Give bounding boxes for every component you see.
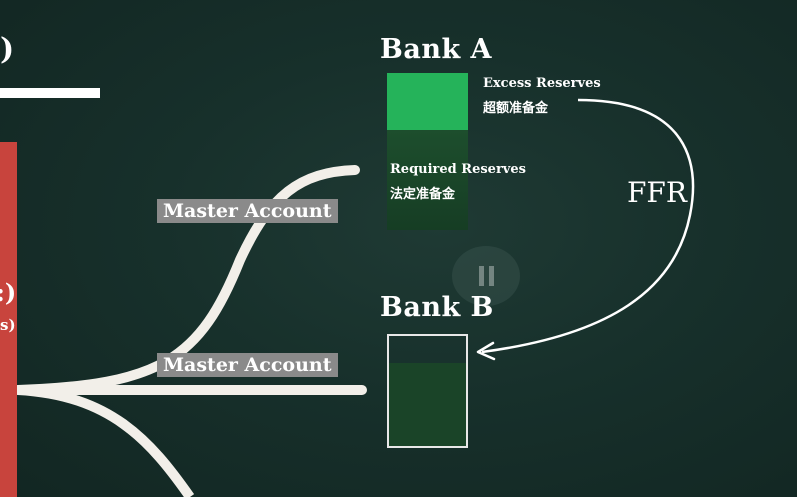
left-fragment-sub: s): [0, 316, 16, 334]
master-account-label-upper: Master Account: [157, 199, 338, 223]
left-fragment-mid: :): [0, 278, 17, 307]
required-reserves-label-en: Required Reserves: [390, 162, 526, 177]
excess-reserves-fill: [387, 73, 468, 130]
bank-a-title: Bank A: [380, 34, 493, 65]
divider-bar: [0, 88, 100, 98]
bank-b-title: Bank B: [380, 292, 494, 323]
branch-curve-lower: [17, 385, 195, 497]
left-fragment-top: ): [0, 32, 15, 67]
required-reserves-label-zh: 法定准备金: [390, 187, 456, 202]
excess-reserves-label-zh: 超额准备金: [483, 101, 549, 116]
ffr-arrowhead: [476, 341, 496, 361]
red-panel: [0, 142, 17, 497]
pause-button[interactable]: [452, 246, 520, 306]
master-account-curve-upper: [13, 165, 360, 395]
bank-a-reserves-bar: [387, 73, 468, 230]
ffr-arrow-curve: [481, 98, 695, 354]
bank-b-reserves-fill: [389, 363, 466, 446]
pause-icon: [479, 266, 494, 286]
excess-reserves-label-en: Excess Reserves: [483, 76, 601, 91]
ffr-label: FFR: [627, 176, 687, 209]
bank-b-reserves-box: [387, 334, 468, 448]
master-account-label-lower: Master Account: [157, 353, 338, 377]
required-reserves-fill: [387, 130, 468, 230]
